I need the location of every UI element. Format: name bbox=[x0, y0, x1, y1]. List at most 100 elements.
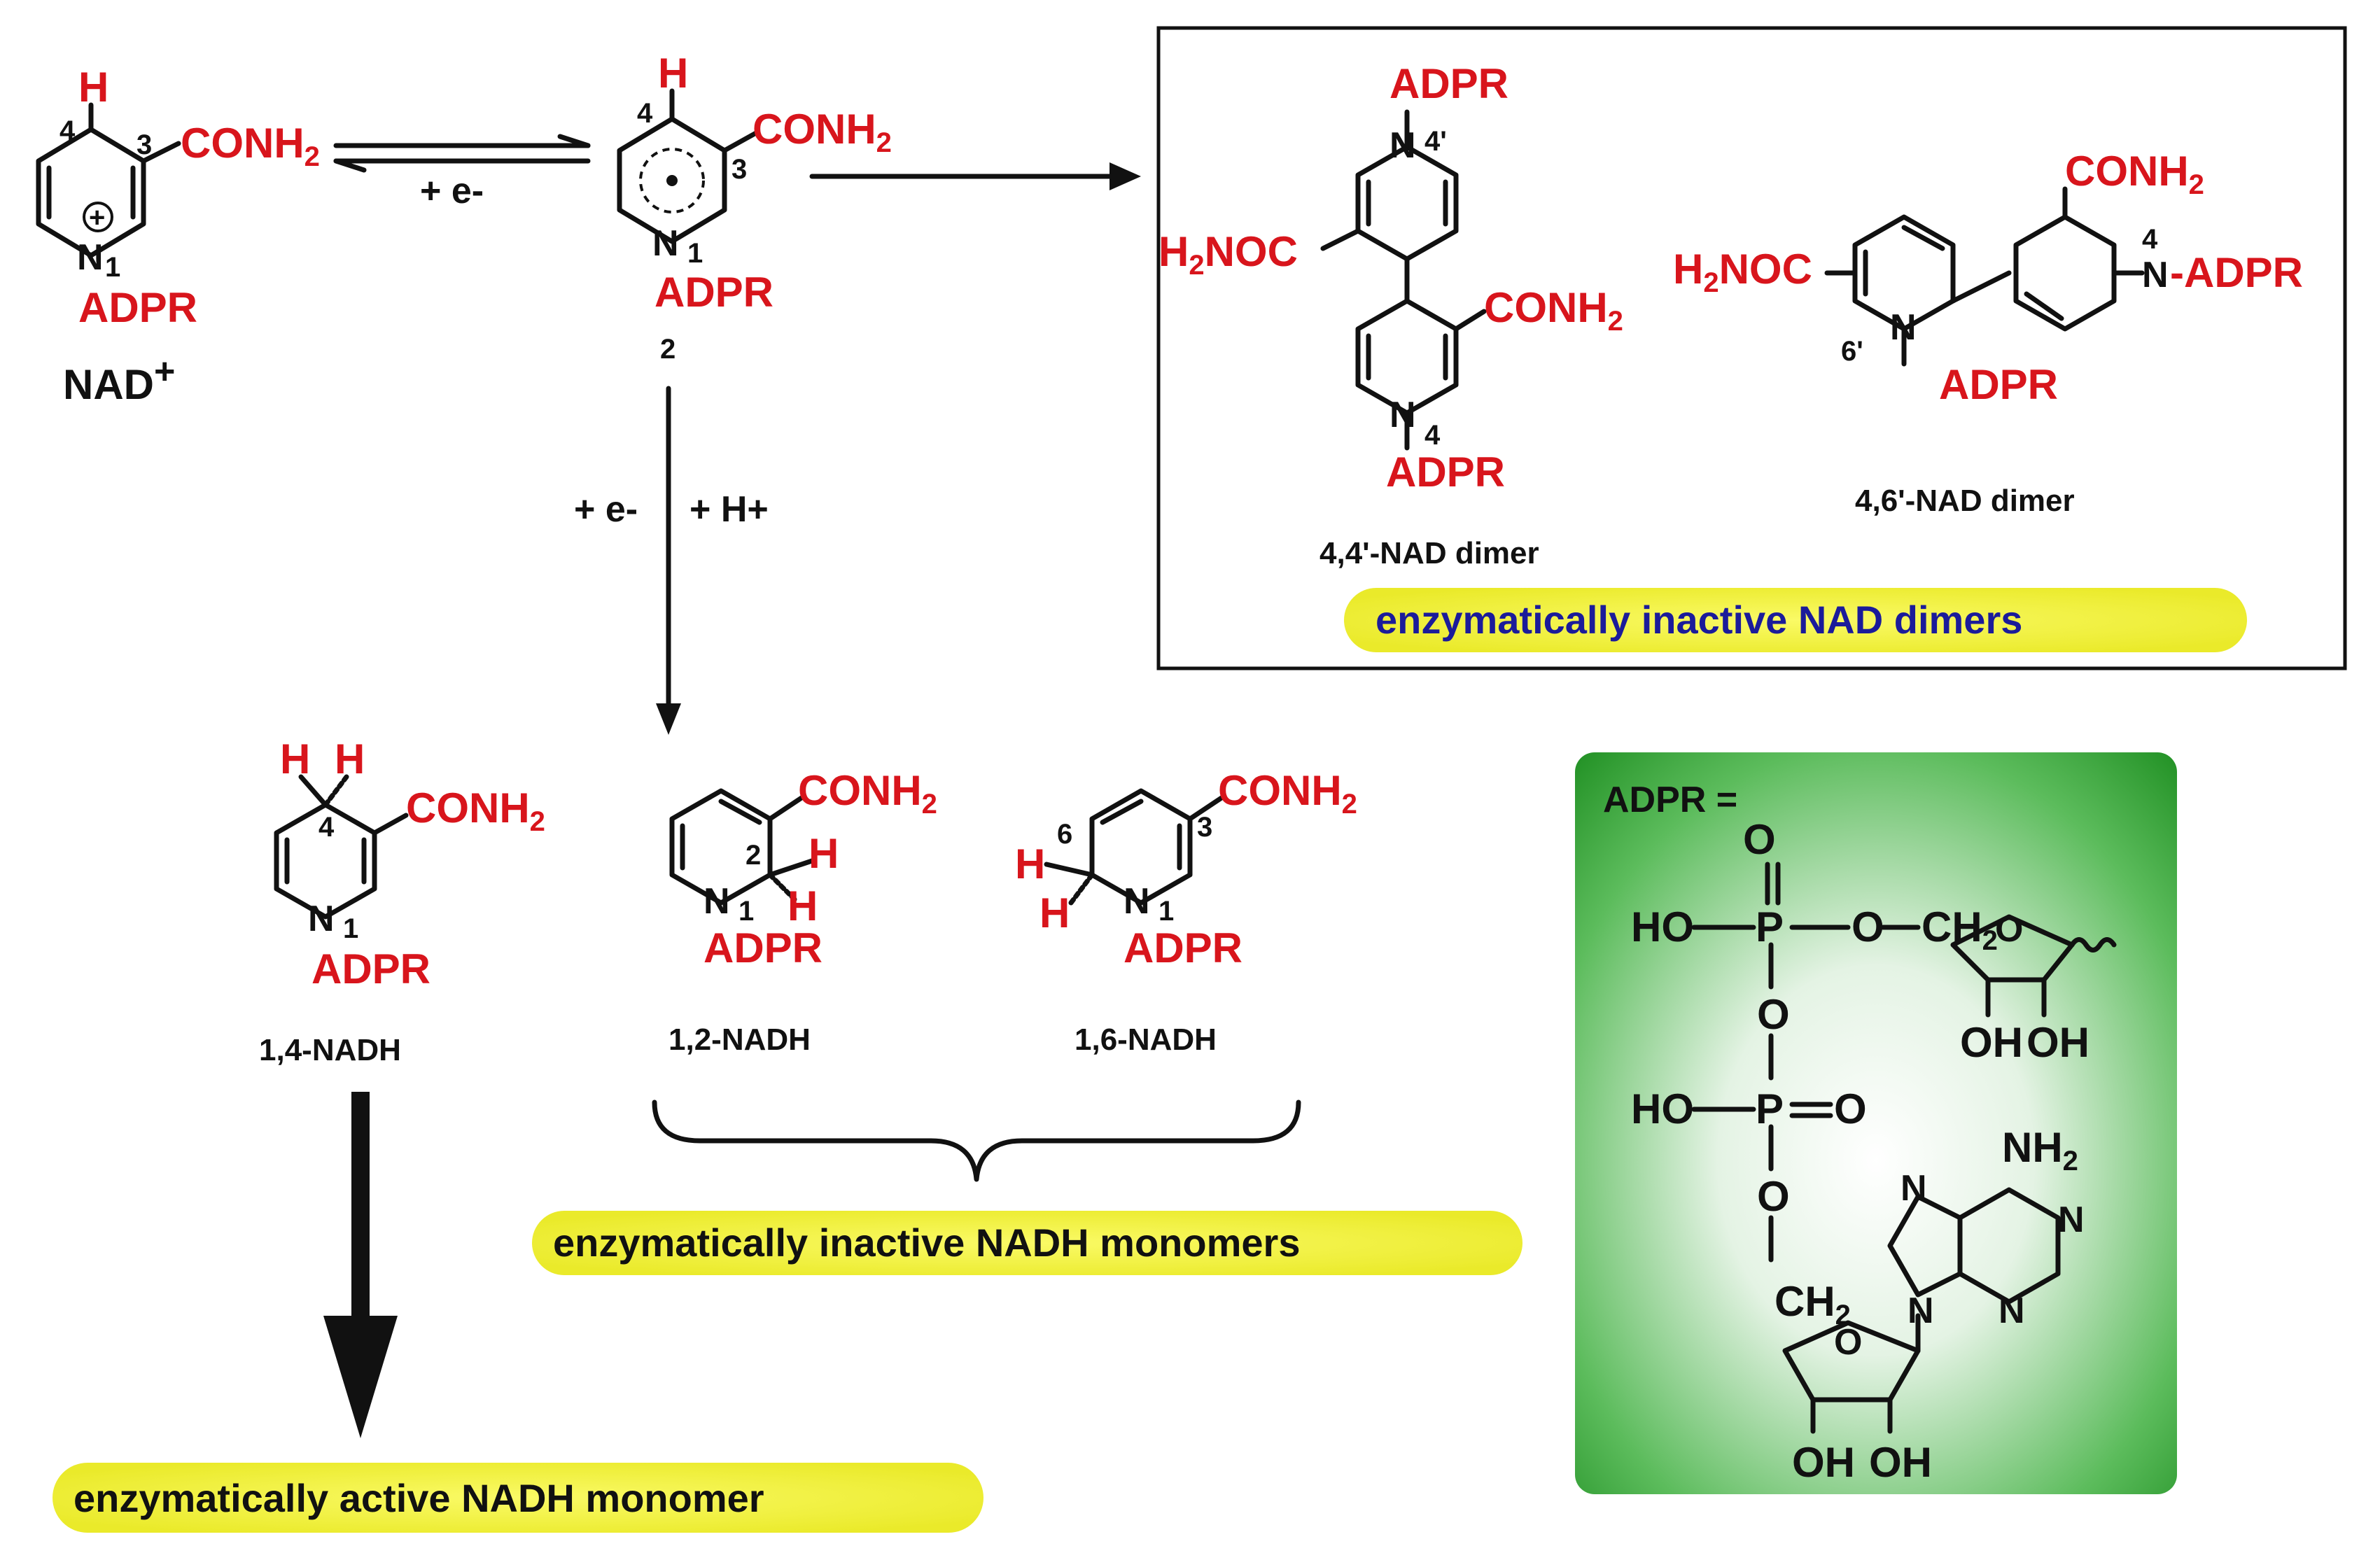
svg-text:N: N bbox=[1890, 307, 1917, 348]
svg-text:N: N bbox=[1900, 1168, 1927, 1209]
radical-pos4: 4 bbox=[637, 98, 653, 129]
nadh-12-pos2: 2 bbox=[746, 840, 761, 871]
nadh-14-h2: H bbox=[335, 736, 365, 782]
nadh-16-h2: H bbox=[1040, 890, 1070, 936]
reduction-label-h: + H+ bbox=[690, 489, 769, 530]
nadh-16-substituent: CONH2 bbox=[1218, 767, 1357, 820]
arrow-to-dimers bbox=[809, 162, 1141, 190]
svg-text:O: O bbox=[1757, 1173, 1790, 1220]
nadh-12-structure: H H 2 N 1 CONH2 ADPR 1,2-NADH bbox=[668, 767, 937, 1057]
radical-number: 2 bbox=[660, 334, 676, 365]
active-arrow bbox=[323, 1092, 398, 1438]
svg-text:O: O bbox=[1757, 991, 1790, 1038]
equilibrium-arrow: + e- bbox=[333, 134, 591, 211]
svg-text:N: N bbox=[77, 237, 104, 278]
nadh-14-substituent: CONH2 bbox=[406, 785, 545, 837]
nad-plus-n-group: ADPR bbox=[78, 284, 197, 331]
svg-text:P: P bbox=[1756, 904, 1784, 950]
monomer-brace bbox=[652, 1099, 1301, 1182]
dimer-46-pos-left: 6' bbox=[1841, 336, 1863, 367]
svg-text:O: O bbox=[1743, 816, 1776, 863]
inactive-monomers-highlight bbox=[532, 1211, 1522, 1275]
nadh-16-pos6: 6 bbox=[1057, 819, 1072, 850]
active-monomer-text: enzymatically active NADH monomer bbox=[74, 1476, 764, 1520]
svg-text:N: N bbox=[1907, 1291, 1934, 1331]
nadh-14-label: 1,4-NADH bbox=[259, 1033, 401, 1067]
radical-substituent: CONH2 bbox=[752, 106, 892, 158]
dimer-46-label: 4,6'-NAD dimer bbox=[1855, 484, 2075, 518]
adpr-box bbox=[1575, 752, 2177, 1494]
svg-text:O: O bbox=[1851, 904, 1884, 950]
nadh-16-structure: H H 6 3 N 1 CONH2 ADPR 1,6-NADH bbox=[1015, 767, 1357, 1057]
dimer-44-ngroup-top: ADPR bbox=[1390, 60, 1508, 107]
radical-n-group: ADPR bbox=[654, 269, 774, 316]
inactive-dimers-highlight bbox=[1344, 588, 2247, 652]
dimer-44-label: 4,4'-NAD dimer bbox=[1320, 536, 1539, 570]
nadh-12-substituent: CONH2 bbox=[798, 767, 937, 820]
nad-plus-substituent: CONH2 bbox=[181, 120, 320, 172]
nadh-12-h1: H bbox=[808, 830, 839, 877]
radical-h: H bbox=[658, 50, 688, 97]
nadh-14-pos4: 4 bbox=[318, 812, 335, 843]
dimer-44-sub-left: H2NOC bbox=[1158, 228, 1298, 281]
nadh-14-n-group: ADPR bbox=[312, 946, 430, 992]
svg-text:N: N bbox=[1390, 395, 1416, 435]
svg-text:N: N bbox=[652, 223, 679, 264]
dimer-44-pos-bottom: 4 bbox=[1424, 420, 1441, 451]
active-monomer-highlight bbox=[52, 1463, 983, 1533]
svg-text:OH: OH bbox=[2026, 1019, 2090, 1066]
nad-plus-h: H bbox=[78, 64, 108, 111]
nadh-12-label: 1,2-NADH bbox=[668, 1023, 811, 1057]
nadh-16-pos1: 1 bbox=[1158, 896, 1174, 927]
nadh-16-n-group: ADPR bbox=[1124, 925, 1242, 971]
nadh-16-label: 1,6-NADH bbox=[1074, 1023, 1217, 1057]
dimer-44-sub-right: CONH2 bbox=[1484, 284, 1623, 337]
reduction-label-e: + e- bbox=[574, 489, 638, 530]
inactive-monomers-text: enzymatically inactive NADH monomers bbox=[553, 1221, 1300, 1265]
svg-text:N: N bbox=[1124, 881, 1150, 922]
svg-text:N: N bbox=[1998, 1291, 2025, 1331]
nadh-12-h2: H bbox=[788, 883, 818, 929]
svg-text:HO: HO bbox=[1631, 1085, 1694, 1132]
dimer-44-pos-top: 4' bbox=[1424, 126, 1447, 157]
radical-pos1: 1 bbox=[687, 238, 703, 269]
nadh-16-h1: H bbox=[1015, 841, 1045, 887]
dimer-46-structure: N N 6' 4 H2NOC CONH2 ADPR -ADPR 4,6'-NAD… bbox=[1673, 148, 2303, 518]
svg-text:N: N bbox=[704, 881, 730, 922]
nad-plus-charge-circle: + bbox=[89, 202, 105, 233]
svg-text:P: P bbox=[1756, 1085, 1784, 1132]
dimer-46-sub-left: H2NOC bbox=[1673, 246, 1812, 298]
svg-text:O: O bbox=[1995, 909, 2023, 950]
inactive-dimers-text: enzymatically inactive NAD dimers bbox=[1376, 598, 2022, 642]
dimer-44-ngroup-bottom: ADPR bbox=[1386, 449, 1505, 496]
svg-text:N: N bbox=[2058, 1200, 2085, 1240]
adpr-structure: ADPR = O HO P O CH2 O HO P O O CH2 O OH … bbox=[1603, 780, 2117, 1486]
svg-text:N: N bbox=[1390, 125, 1416, 166]
svg-text:OH: OH bbox=[1792, 1439, 1855, 1486]
nadh-14-pos1: 1 bbox=[343, 913, 358, 944]
nadh-12-pos1: 1 bbox=[738, 896, 754, 927]
nad-plus-structure: + H 4 3 1 N CONH2 ADPR NAD+ bbox=[36, 64, 320, 408]
equilibrium-label: + e- bbox=[420, 171, 484, 211]
dimer-box bbox=[1156, 26, 2347, 670]
nadh-16-pos3: 3 bbox=[1197, 812, 1212, 843]
svg-text:OH: OH bbox=[1960, 1019, 2023, 1066]
radical-pos3: 3 bbox=[732, 154, 747, 185]
svg-text:OH: OH bbox=[1869, 1439, 1932, 1486]
nadh-14-h1: H bbox=[280, 736, 310, 782]
svg-text:O: O bbox=[1834, 1085, 1867, 1132]
nad-plus-pos4: 4 bbox=[59, 115, 76, 146]
dimer-46-ngroup-right: -ADPR bbox=[2170, 249, 2303, 296]
svg-text:N: N bbox=[308, 899, 335, 939]
dimer-46-sub-right: CONH2 bbox=[2065, 148, 2204, 200]
adpr-title: ADPR = bbox=[1603, 780, 1737, 820]
svg-text:O: O bbox=[1834, 1322, 1862, 1363]
reduction-arrow: + e- + H+ bbox=[574, 386, 769, 735]
nadh-12-n-group: ADPR bbox=[704, 925, 822, 971]
nad-plus-pos3: 3 bbox=[136, 129, 152, 160]
svg-text:CH2: CH2 bbox=[1774, 1278, 1851, 1330]
nadh-14-structure: H H 4 N 1 CONH2 ADPR 1,4-NADH bbox=[259, 736, 545, 1067]
radical-structure: H 4 3 N 1 CONH2 ADPR 2 bbox=[617, 50, 892, 365]
svg-text:HO: HO bbox=[1631, 904, 1694, 950]
